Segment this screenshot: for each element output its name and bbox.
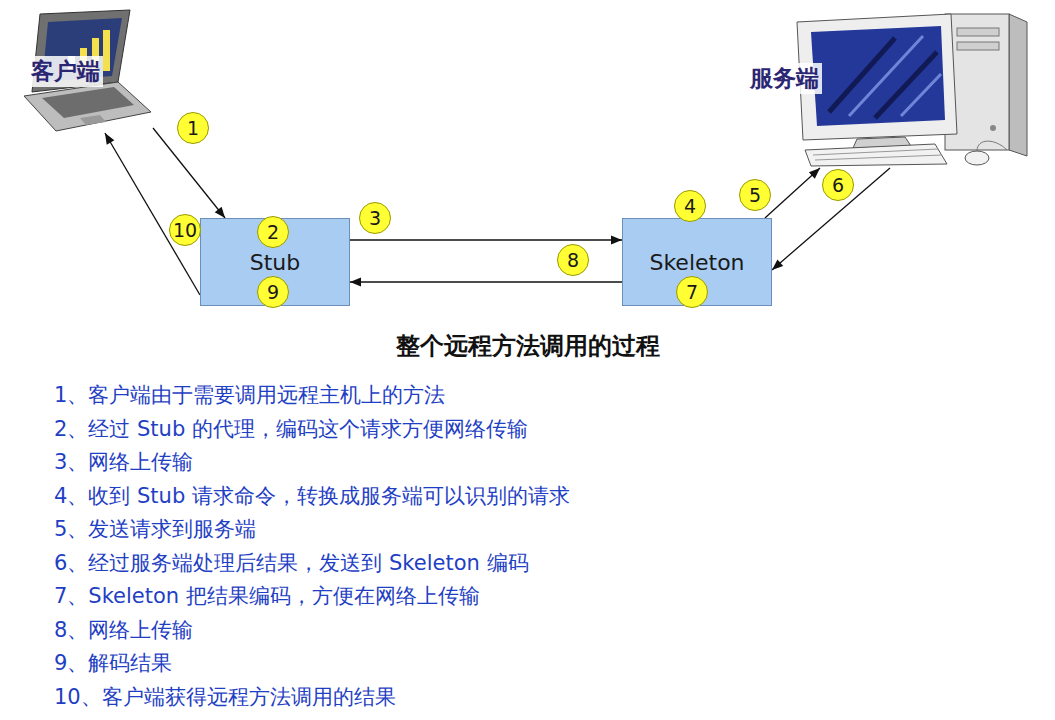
step-line: 10、客户端获得远程方法调用的结果 <box>54 684 396 710</box>
callout-circle: 7 <box>676 276 708 308</box>
step-line: 3、网络上传输 <box>54 449 193 475</box>
step-text: 3、网络上传输 <box>54 450 193 474</box>
key-row <box>813 149 938 155</box>
flow-arrow <box>765 168 820 218</box>
step-text: 6、经过服务端处理后结果，发送到 Skeleton 编码 <box>54 551 529 575</box>
key-row <box>815 155 942 160</box>
screen-streak <box>901 74 941 116</box>
keyboard <box>805 144 947 166</box>
callout-number: 6 <box>832 176 844 195</box>
callout-number: 2 <box>267 223 279 242</box>
callout-number: 5 <box>749 186 761 205</box>
step-text: 9、解码结果 <box>54 651 172 675</box>
diagram-title: 整个远程方法调用的过程 <box>0 330 1055 362</box>
callout-number: 8 <box>567 251 579 270</box>
step-text: 8、网络上传输 <box>54 618 193 642</box>
step-line: 1、客户端由于需要调用远程主机上的方法 <box>54 382 445 408</box>
device-label: 客户端 <box>28 56 103 87</box>
step-text: 5、发送请求到服务端 <box>54 517 256 541</box>
callout-circle: 8 <box>557 244 589 276</box>
step-text: 10、客户端获得远程方法调用的结果 <box>54 685 396 709</box>
laptop-base <box>24 82 151 131</box>
callout-number: 4 <box>684 197 696 216</box>
callout-circle: 1 <box>177 112 209 144</box>
tower-side <box>1009 14 1027 156</box>
step-text: 1、客户端由于需要调用远程主机上的方法 <box>54 383 445 407</box>
power-button <box>990 125 996 131</box>
flow-arrow <box>772 168 890 270</box>
step-line: 7、Skeleton 把结果编码，方便在网络上传输 <box>54 583 480 609</box>
step-line: 2、经过 Stub 的代理，编码这个请求方便网络传输 <box>54 416 528 442</box>
callout-circle: 10 <box>169 214 201 246</box>
step-line: 5、发送请求到服务端 <box>54 516 256 542</box>
callout-number: 7 <box>686 283 698 302</box>
callout-circle: 5 <box>739 179 771 211</box>
flow-arrow <box>350 281 622 282</box>
step-line: 9、解码结果 <box>54 650 172 676</box>
mouse <box>965 151 989 165</box>
chart-bar <box>103 30 110 71</box>
device-label: 服务端 <box>747 63 822 94</box>
step-line: 8、网络上传输 <box>54 617 193 643</box>
drive-bay <box>957 42 999 50</box>
step-text: 2、经过 Stub 的代理，编码这个请求方便网络传输 <box>54 417 528 441</box>
client-node: 客户端 <box>18 8 153 133</box>
step-text: 4、收到 Stub 请求命令，转换成服务端可以识别的请求 <box>54 484 570 508</box>
callout-number: 1 <box>187 119 199 138</box>
callout-circle: 2 <box>257 216 289 248</box>
callout-number: 3 <box>369 209 381 228</box>
drive-bay <box>957 28 999 36</box>
monitor-screen <box>811 26 945 126</box>
box-label: Stub <box>250 250 301 275</box>
callout-circle: 9 <box>257 276 289 308</box>
step-text: 7、Skeleton 把结果编码，方便在网络上传输 <box>54 584 480 608</box>
screen-streak <box>875 52 937 118</box>
callout-number: 9 <box>267 283 279 302</box>
server-node: 服务端 <box>745 8 1035 168</box>
laptop-keyboard <box>42 87 134 118</box>
flow-arrow <box>350 239 622 240</box>
callout-number: 10 <box>173 221 197 240</box>
step-line: 4、收到 Stub 请求命令，转换成服务端可以识别的请求 <box>54 483 570 509</box>
mouse-cable <box>977 141 1007 151</box>
flow-arrow <box>105 133 200 295</box>
laptop-touchpad <box>80 115 106 125</box>
callout-circle: 4 <box>674 190 706 222</box>
step-line: 6、经过服务端处理后结果，发送到 Skeleton 编码 <box>54 550 529 576</box>
callout-circle: 6 <box>822 169 854 201</box>
callout-circle: 3 <box>359 202 391 234</box>
title-text: 整个远程方法调用的过程 <box>396 332 660 360</box>
box-label: Skeleton <box>649 250 744 275</box>
